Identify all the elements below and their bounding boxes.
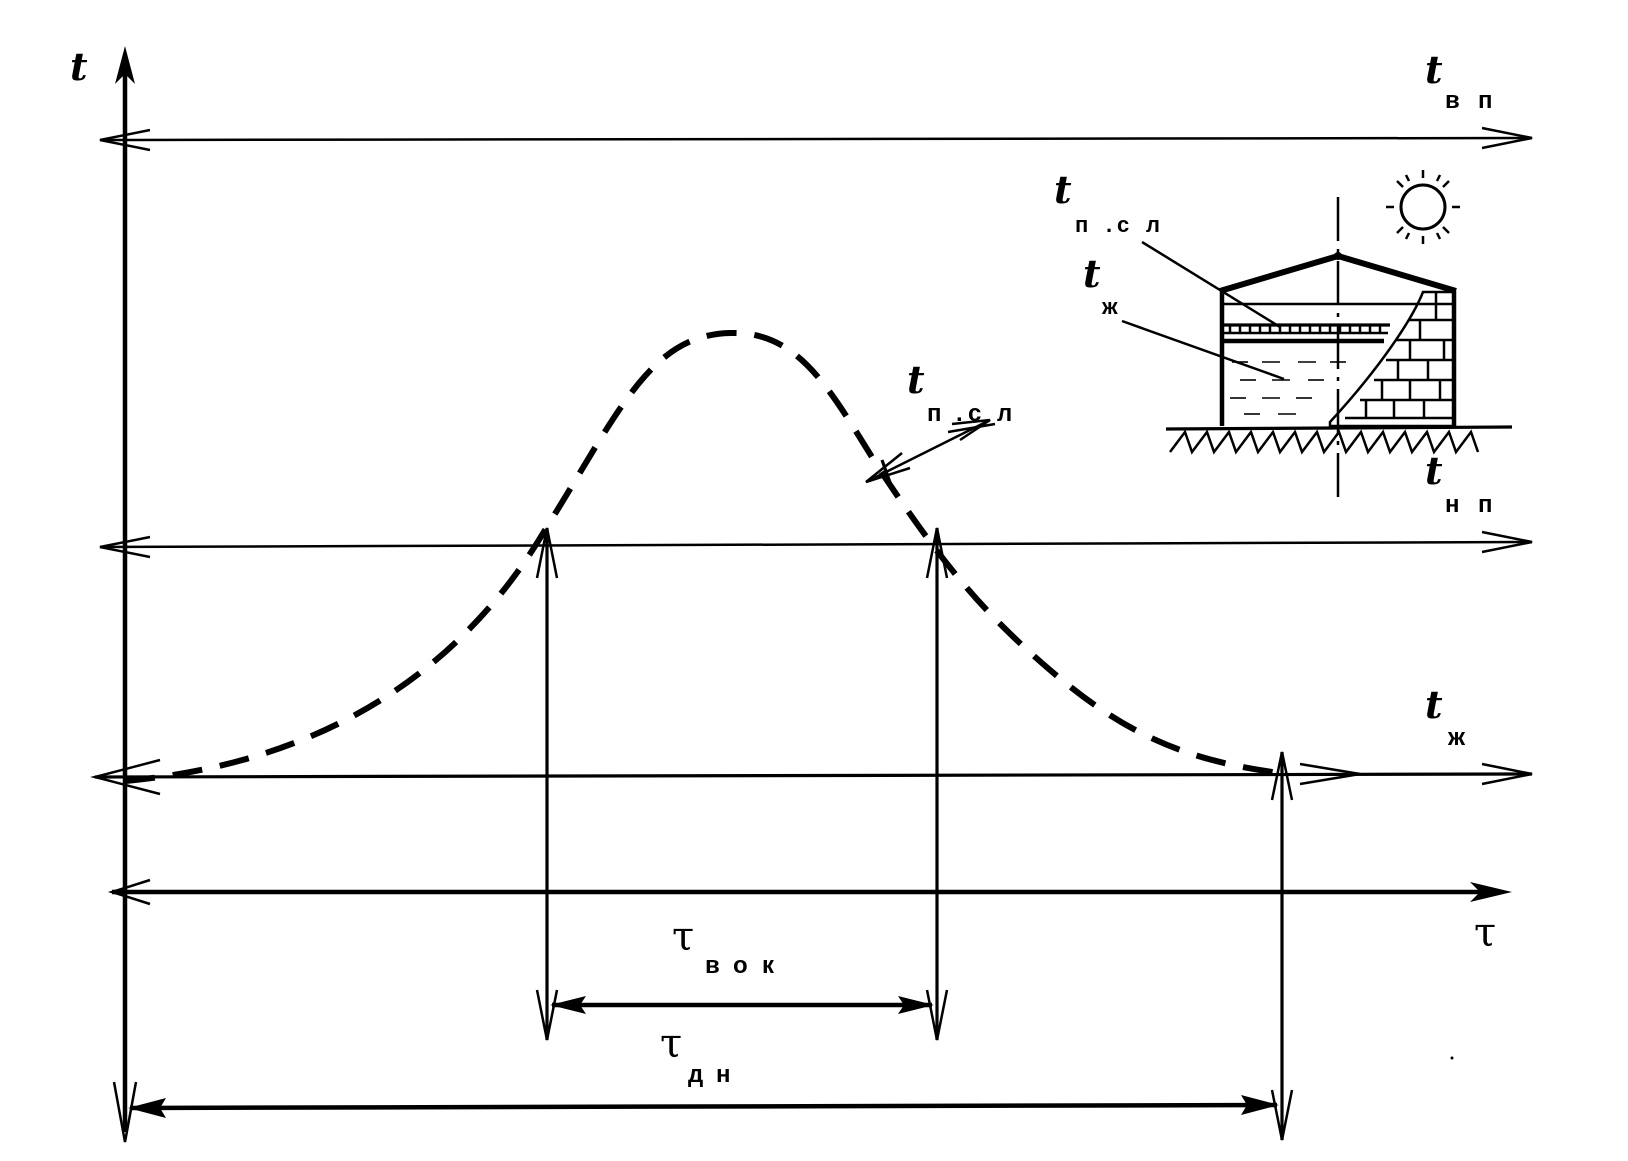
svg-text:.: .: [1106, 212, 1112, 237]
inset-label-t-psl: t п . с л: [1054, 167, 1160, 237]
surface-layer: [1222, 323, 1390, 344]
marker-end-vok: [925, 527, 949, 1041]
level-line-t-zh: [90, 758, 1533, 796]
svg-text:н: н: [1445, 491, 1460, 518]
svg-text:t: t: [1083, 251, 1101, 296]
label-tau-dn: τ д н: [660, 1021, 731, 1088]
svg-text:с: с: [1117, 212, 1129, 237]
vertical-axis: [112, 46, 138, 1143]
label-t-np: t н п: [1425, 448, 1493, 518]
svg-text:н: н: [716, 1061, 731, 1088]
svg-text:с: с: [968, 400, 981, 427]
leader-t-zh-inset: [1121, 319, 1285, 381]
leader-t-psl-inset: [1141, 240, 1281, 329]
liquid-content: [1230, 361, 1346, 415]
marker-start-vok: [535, 527, 559, 1041]
svg-text:ж: ж: [1447, 724, 1466, 751]
svg-text:τ: τ: [660, 1021, 682, 1067]
svg-text:п: п: [1478, 491, 1493, 518]
svg-text:в: в: [1445, 87, 1460, 114]
storage-building-illustration: [1121, 170, 1513, 502]
svg-text:t: t: [907, 357, 925, 402]
brick-wall-section: [1328, 290, 1456, 428]
svg-text:л: л: [1146, 212, 1160, 237]
svg-text:t: t: [1425, 47, 1443, 92]
inset-label-t-zh: t ж: [1083, 251, 1118, 319]
svg-text:t: t: [1054, 167, 1072, 212]
label-t-psl-curve: t п . с л: [907, 357, 1012, 427]
svg-text:τ: τ: [672, 914, 694, 960]
tau-axis: [107, 878, 1512, 906]
dimension-tau-dn: [128, 1095, 1279, 1118]
svg-text:л: л: [997, 400, 1012, 427]
t-psl-leader: [865, 418, 996, 489]
svg-text:в: в: [705, 952, 720, 979]
level-line-t-np: [99, 530, 1533, 559]
t-axis-label: t: [70, 44, 88, 89]
tau-axis-label: τ: [1474, 910, 1496, 956]
svg-text:t: t: [1425, 448, 1443, 493]
svg-text:.: .: [956, 400, 963, 427]
svg-text:к: к: [762, 952, 775, 979]
marker-end-dn: [1270, 751, 1294, 1141]
surface-temperature-curve: [124, 329, 1281, 784]
svg-text:д: д: [688, 1061, 703, 1088]
level-line-t-vp: [99, 126, 1533, 152]
svg-text:п: п: [1075, 212, 1088, 237]
ground-hatching: [1165, 425, 1513, 455]
svg-text:п: п: [927, 400, 942, 427]
dimension-tau-vok: [550, 996, 934, 1014]
label-tau-vok: τ в о к: [672, 914, 775, 979]
svg-text:о: о: [733, 952, 748, 979]
label-t-zh: t ж: [1425, 682, 1466, 751]
svg-text:t: t: [1425, 682, 1443, 727]
svg-text:п: п: [1478, 87, 1493, 114]
stray-dot: [1450, 1056, 1454, 1060]
sun-icon: [1386, 170, 1460, 244]
svg-text:ж: ж: [1101, 294, 1118, 319]
label-t-vp: t в п: [1425, 47, 1493, 114]
